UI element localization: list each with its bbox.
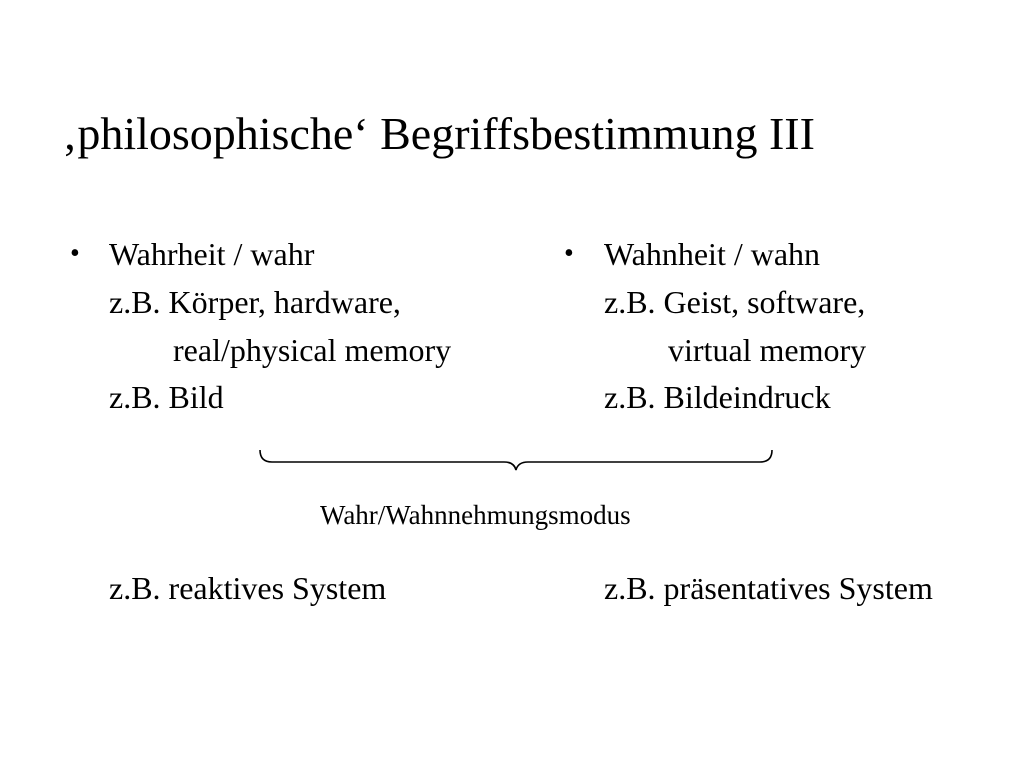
right-example-1: z.B. Geist, software,	[604, 284, 866, 320]
brace-caption: Wahr/Wahnnehmungsmodus	[320, 500, 631, 530]
left-heading: Wahrheit / wahr	[109, 236, 315, 272]
right-example-2: z.B. Bildeindruck	[604, 379, 831, 415]
right-heading: Wahnheit / wahn	[604, 236, 821, 272]
left-example-2: z.B. Bild	[109, 379, 224, 415]
slide-title: ‚philosophische‘ Begriffsbestimmung III	[62, 108, 815, 159]
bottom-right-text: z.B. präsentatives System	[604, 570, 933, 606]
left-bullet: •	[70, 238, 80, 269]
right-bullet: •	[564, 238, 574, 269]
underbrace-icon	[259, 449, 773, 471]
bottom-left-text: z.B. reaktives System	[109, 570, 387, 606]
right-example-1-cont: virtual memory	[668, 332, 867, 368]
left-example-1-cont: real/physical memory	[173, 332, 452, 368]
left-example-1: z.B. Körper, hardware,	[109, 284, 401, 320]
